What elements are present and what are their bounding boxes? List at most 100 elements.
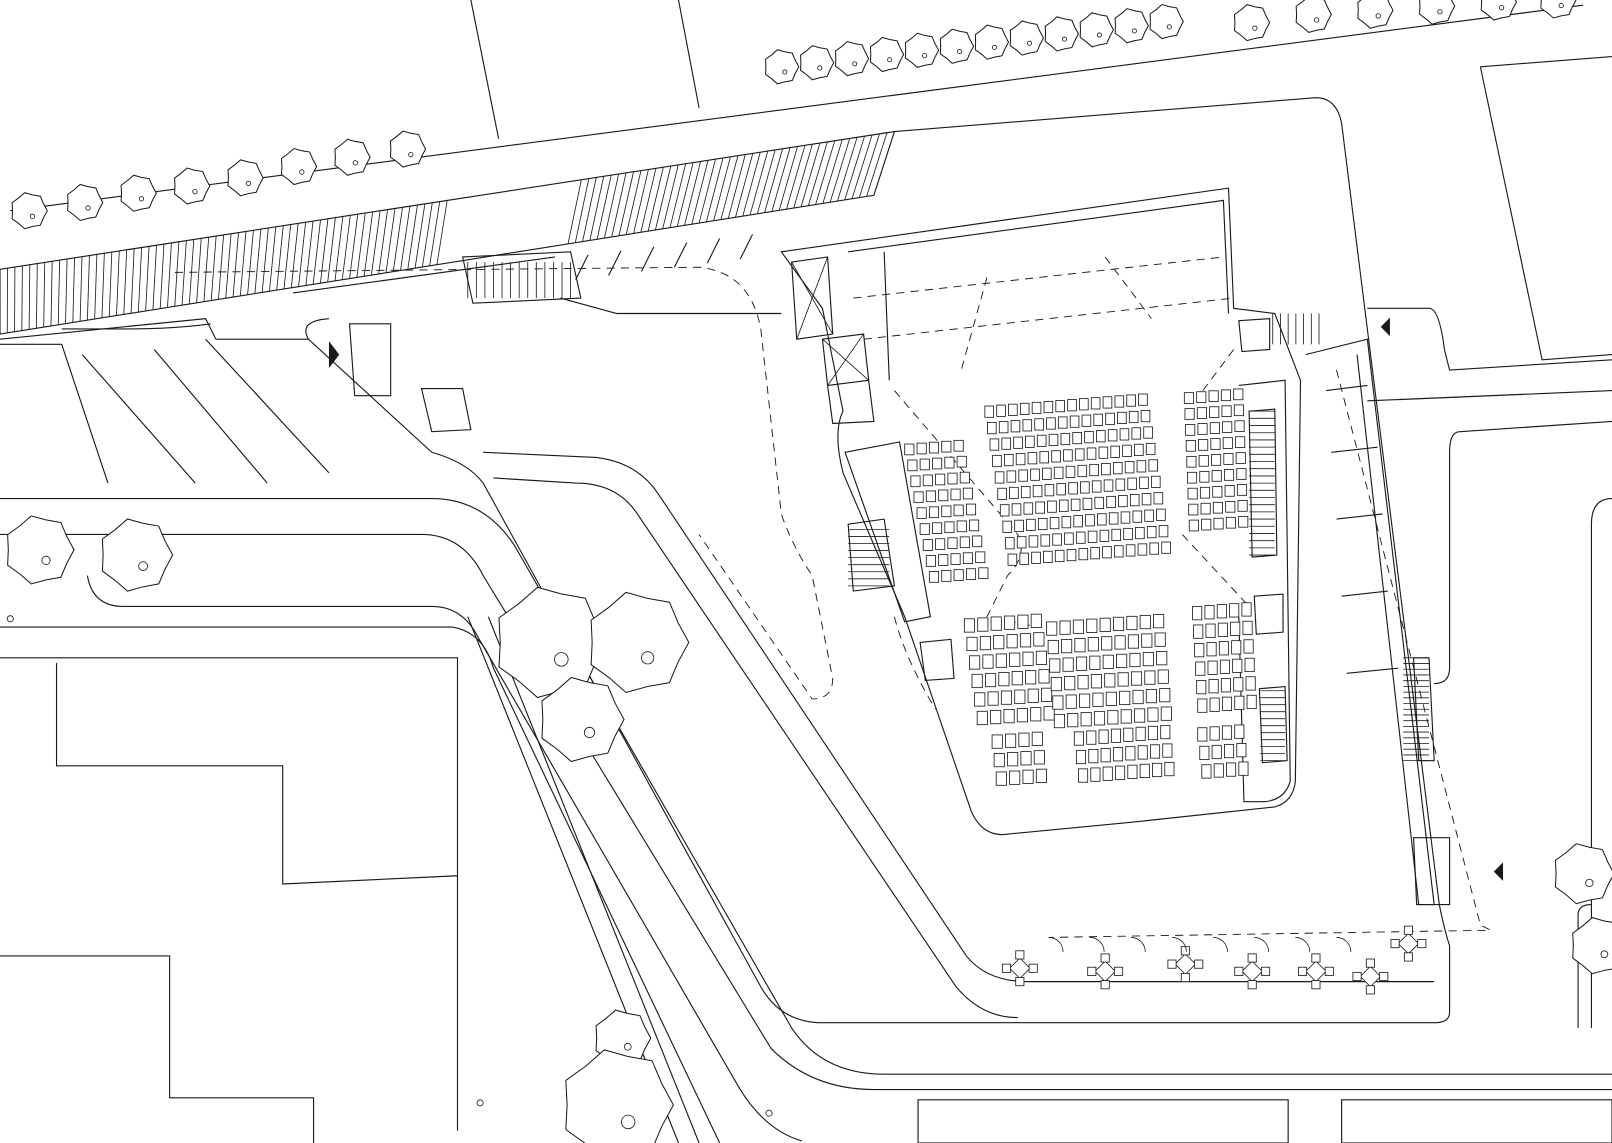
seat-icon: [1196, 680, 1207, 695]
tree-trunk: [1026, 40, 1033, 46]
seat-icon: [1090, 547, 1100, 560]
seat-icon: [1234, 420, 1245, 433]
hatch-line: [174, 241, 180, 307]
hatch-line: [305, 221, 314, 286]
chair: [1417, 939, 1427, 949]
tree-icon: [834, 40, 870, 77]
hatch-line: [567, 179, 582, 244]
seat-icon: [950, 553, 961, 565]
tree-canopy: [280, 147, 318, 186]
seat-icon: [1043, 706, 1055, 721]
seat-icon: [1025, 670, 1037, 685]
seat-icon: [1245, 676, 1256, 691]
seat-icon: [938, 554, 949, 566]
seat-icon: [1114, 395, 1125, 408]
hatch-line: [43, 262, 46, 328]
chair: [1001, 963, 1011, 973]
tree-trunk: [1096, 32, 1102, 38]
seat-icon: [935, 473, 946, 486]
seat-icon: [941, 505, 952, 518]
tree-icon: [11, 192, 48, 230]
hatch-line: [676, 162, 694, 227]
seat-icon: [947, 472, 958, 485]
seat-icon: [1115, 765, 1126, 780]
seat-icon: [1077, 464, 1088, 478]
hatch-line: [414, 203, 426, 269]
seat-icon: [1063, 449, 1073, 462]
seat-icon: [1120, 511, 1131, 524]
hatch-line: [574, 178, 590, 243]
hatch-line: [815, 140, 836, 205]
seat-icon: [1210, 438, 1221, 450]
tree-icon: [1044, 16, 1080, 52]
hatch-line: [28, 264, 31, 330]
chair: [1352, 971, 1362, 982]
seat-icon: [1212, 485, 1223, 498]
seat-icon: [1142, 651, 1154, 667]
seat-icon: [1053, 466, 1064, 479]
seat-icon: [1018, 732, 1030, 747]
hatch-line: [604, 173, 620, 239]
tree-canopy: [541, 676, 625, 763]
hatch-line: [756, 149, 776, 214]
tree-icon: [1540, 0, 1577, 19]
hatch-line: [188, 239, 195, 305]
seat-icon: [1144, 670, 1156, 685]
seat-icon: [1201, 518, 1212, 531]
seat-icon: [987, 691, 999, 706]
seat-icon: [1110, 728, 1121, 743]
seat-icon: [1153, 492, 1164, 505]
seat-icon: [1122, 444, 1132, 457]
seat-icon: [1111, 528, 1121, 541]
seat-icon: [1143, 426, 1153, 439]
hatch-line: [392, 207, 403, 272]
seat-icon: [1185, 424, 1196, 436]
seat-icon: [1192, 606, 1203, 621]
hatched-walkway: [0, 130, 896, 335]
tree-canopy: [974, 24, 1010, 60]
seat-icon: [1183, 392, 1194, 404]
seat-icon: [1153, 614, 1165, 629]
seat-icon: [1132, 510, 1143, 523]
seat-icon: [1135, 526, 1145, 540]
context-lines: [10, 0, 1612, 1028]
seat-icon: [1237, 500, 1248, 512]
top-street-line: [10, 4, 1584, 212]
seat-icon: [987, 422, 997, 435]
tree-trunk: [641, 651, 655, 665]
cafe-table-icon: [1390, 925, 1427, 962]
door-swing: [1336, 937, 1352, 952]
seat-icon: [965, 568, 977, 580]
seat-icon: [1049, 517, 1060, 530]
seat-icon: [1074, 638, 1086, 653]
seat-icon: [953, 504, 964, 517]
seat-icon: [1106, 495, 1116, 509]
hatch-line: [320, 218, 329, 284]
seat-icon: [1022, 419, 1033, 432]
hatch-line: [50, 261, 53, 326]
seat-icon: [1129, 494, 1140, 507]
hatch-line: [298, 222, 306, 287]
tree-trunk: [41, 555, 51, 566]
seat-icon: [1053, 713, 1065, 729]
seat-icon: [1238, 515, 1249, 528]
chair: [1311, 953, 1321, 963]
seat-icon: [1206, 642, 1217, 657]
right-parcel: [1479, 55, 1612, 361]
seat-icon: [1129, 652, 1141, 668]
seat-icon: [1082, 497, 1093, 510]
seat-icon: [1035, 501, 1045, 514]
seat-icon: [1233, 388, 1244, 401]
tree-canopy: [1540, 0, 1577, 19]
seat-icon: [1195, 661, 1206, 676]
hatch-line: [378, 209, 388, 274]
seat-icon: [1127, 764, 1138, 779]
seat-icon: [990, 709, 1002, 725]
hatch-line: [341, 215, 351, 280]
chair: [1247, 953, 1257, 963]
seat-icon: [1065, 694, 1077, 709]
chair: [1324, 966, 1334, 976]
seat-icon: [1104, 673, 1116, 688]
seat-icon: [1078, 768, 1089, 783]
seat-icon: [1035, 650, 1047, 665]
